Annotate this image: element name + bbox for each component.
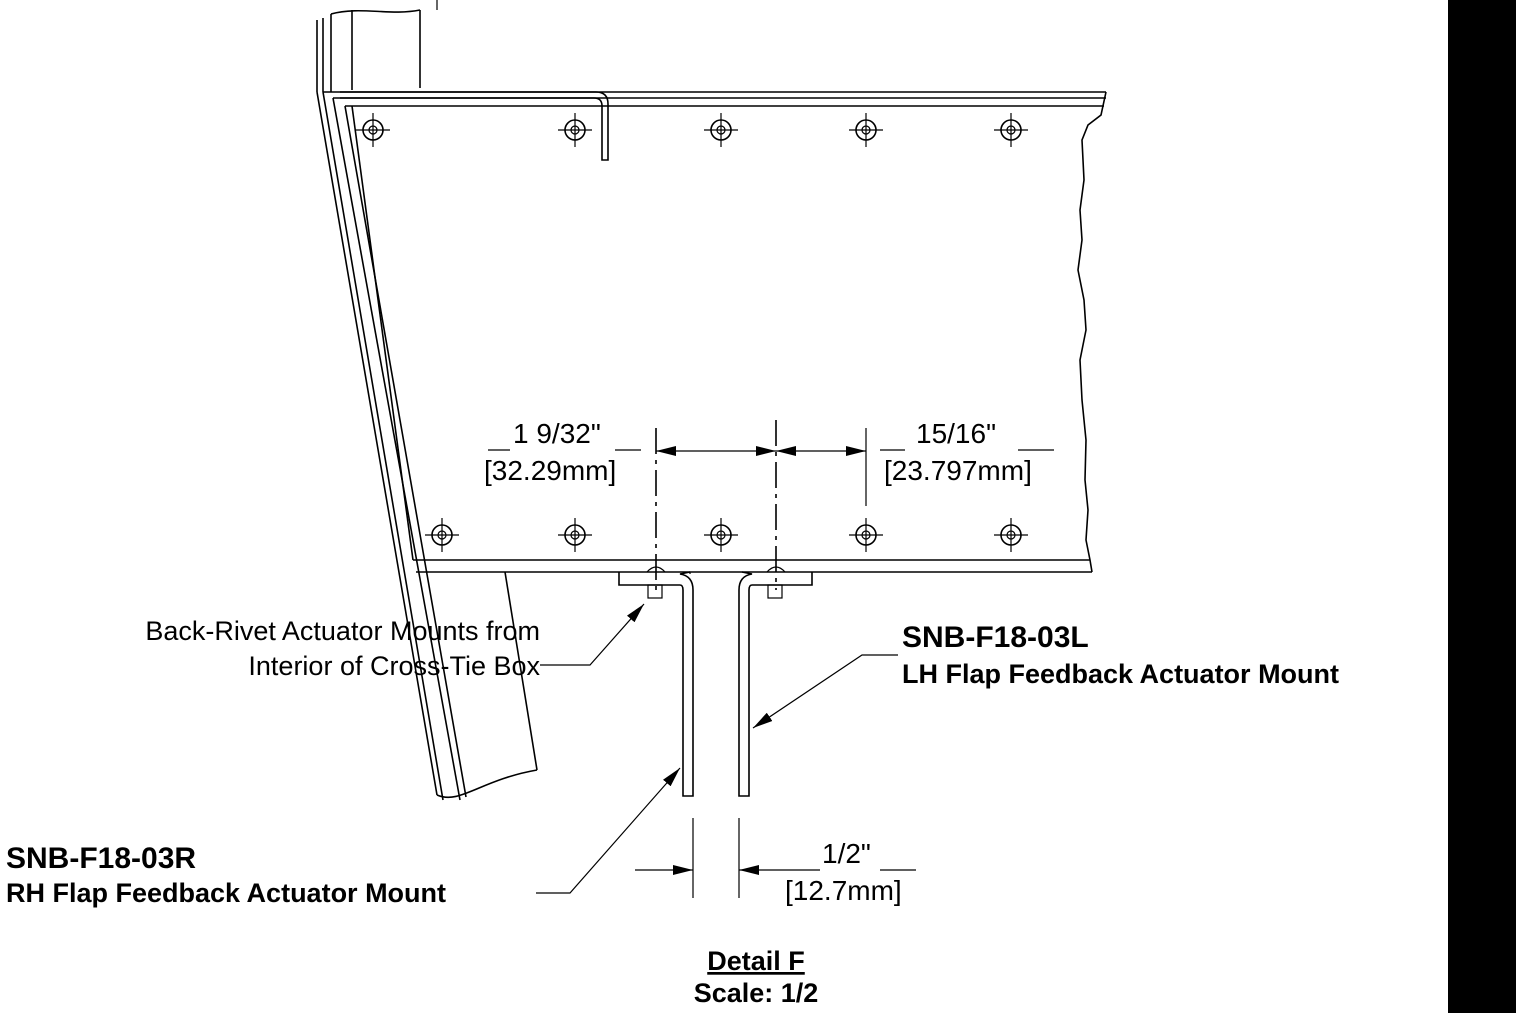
rivet-symbol [703, 517, 739, 553]
back-rivet-note-line1: Back-Rivet Actuator Mounts from [145, 616, 540, 646]
dim-left-inch: 1 9/32" [513, 418, 601, 449]
detail-title: Detail F [707, 946, 805, 976]
dim-gap-inch: 1/2" [822, 838, 871, 869]
rivet-symbol [993, 517, 1029, 553]
centerlines [655, 420, 867, 590]
rivet-symbol [848, 517, 884, 553]
leader-lines [536, 603, 898, 894]
rivet-symbol [557, 112, 593, 148]
rivet-symbol [557, 517, 593, 553]
rivet-symbol [703, 112, 739, 148]
rh-part-number: SNB-F18-03R [6, 842, 196, 875]
rivet-row-bottom [424, 517, 1029, 553]
back-rivet-note-line2: Interior of Cross-Tie Box [248, 651, 540, 681]
rivet-symbol [848, 112, 884, 148]
rivet-symbol [355, 112, 391, 148]
rivet-symbol [993, 112, 1029, 148]
lh-part-description: LH Flap Feedback Actuator Mount [902, 659, 1339, 689]
rivet-row-top [355, 112, 1029, 148]
detail-scale: Scale: 1/2 [694, 978, 819, 1008]
rivet-symbol [424, 517, 460, 553]
dim-gap-mm: [12.7mm] [785, 875, 902, 906]
vertical-post [316, 0, 438, 92]
gap-dimension [635, 818, 916, 898]
lh-part-number: SNB-F18-03L [902, 621, 1089, 654]
dim-right-mm: [23.797mm] [884, 455, 1032, 486]
page-border-bar [1448, 0, 1516, 1013]
dimension-arrows-top [488, 446, 1054, 456]
dim-left-mm: [32.29mm] [484, 455, 616, 486]
rh-part-description: RH Flap Feedback Actuator Mount [6, 878, 446, 908]
dim-right-inch: 15/16" [916, 418, 996, 449]
actuator-mounts [618, 566, 813, 797]
cross-tie-box [316, 91, 1107, 801]
